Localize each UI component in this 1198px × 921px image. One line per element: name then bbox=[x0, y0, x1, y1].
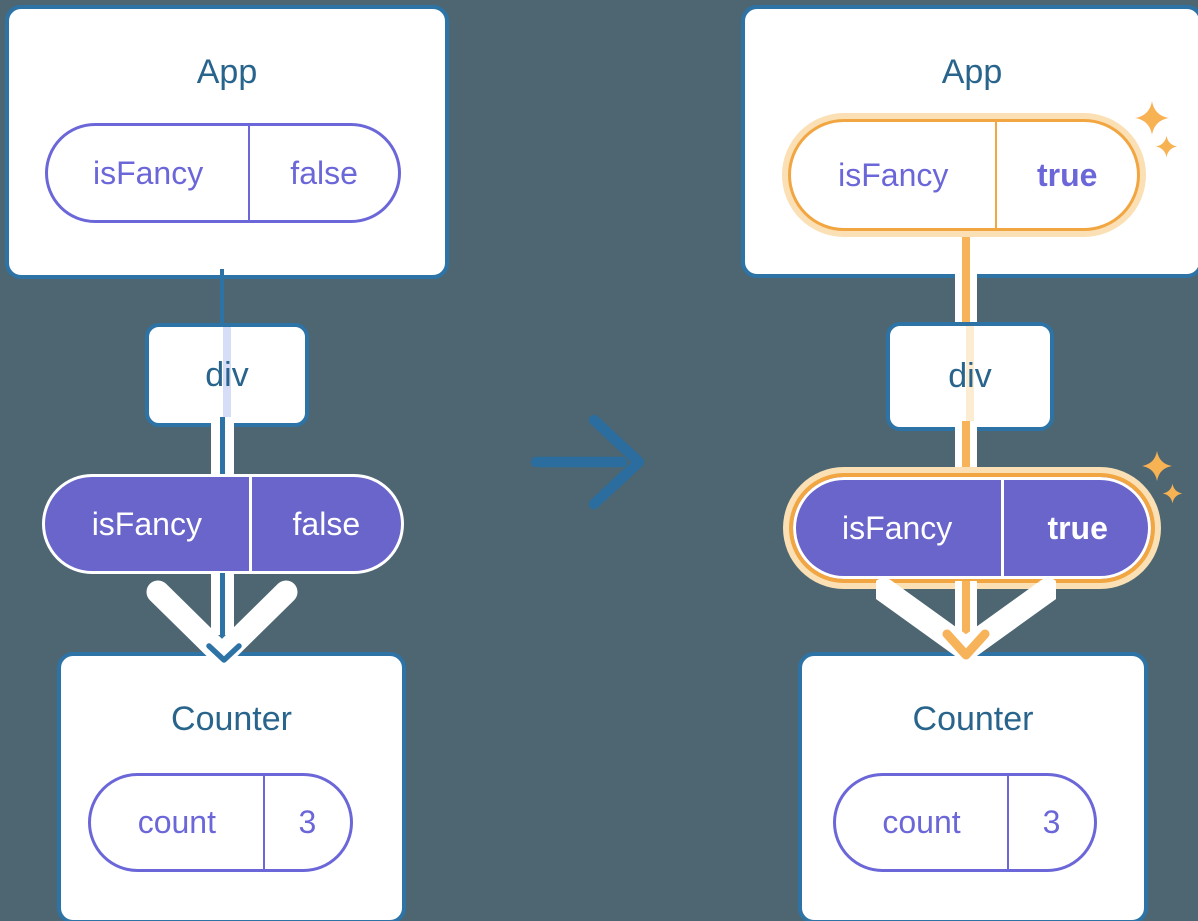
prop-flow-line bbox=[955, 269, 977, 324]
prop-flow-line-inner bbox=[962, 225, 970, 274]
component-title: div bbox=[205, 355, 249, 394]
component-title: App bbox=[941, 53, 1003, 91]
div-box-after: div bbox=[886, 322, 1054, 431]
prop-value: true bbox=[1047, 509, 1108, 546]
counter-card-after: Counter count 3 bbox=[798, 652, 1148, 921]
state-pill-counter-after: count 3 bbox=[833, 773, 1097, 872]
prop-flow-line-faded bbox=[966, 326, 974, 427]
sparkle-icon bbox=[1142, 451, 1172, 481]
prop-pill-app-before: isFancy false bbox=[45, 123, 401, 223]
prop-name: isFancy bbox=[791, 122, 998, 228]
component-title: Counter bbox=[912, 700, 1034, 738]
prop-value: false bbox=[290, 154, 358, 191]
arrowhead-icon bbox=[206, 643, 242, 663]
prop-flow-core bbox=[220, 417, 225, 476]
state-value: 3 bbox=[298, 804, 317, 840]
state-name: count bbox=[91, 776, 265, 869]
app-card-after: App isFancy true bbox=[741, 5, 1198, 278]
prop-flow-line-faded bbox=[223, 327, 231, 423]
state-name: count bbox=[836, 776, 1010, 869]
sparkle-icon bbox=[1162, 483, 1183, 504]
prop-flow-line bbox=[211, 417, 234, 476]
component-title: App bbox=[196, 53, 258, 91]
state-pill-before: isFancy false bbox=[42, 474, 404, 574]
state-pill-after: isFancy true bbox=[789, 473, 1155, 583]
prop-name: isFancy bbox=[793, 477, 1005, 579]
state-pill-counter-before: count 3 bbox=[88, 773, 353, 872]
app-card-before: App isFancy false bbox=[5, 5, 449, 279]
tree-edge-app-div bbox=[220, 269, 224, 325]
sparkle-icon bbox=[1155, 135, 1178, 158]
component-title: div bbox=[948, 357, 992, 395]
state-value: 3 bbox=[1042, 804, 1061, 840]
arrowhead-icon bbox=[942, 629, 990, 660]
counter-card-before: Counter count 3 bbox=[57, 652, 406, 921]
prop-flow-tail bbox=[220, 573, 225, 657]
component-title: Counter bbox=[171, 700, 292, 738]
prop-value: true bbox=[1037, 156, 1098, 193]
div-box-before: div bbox=[145, 323, 309, 427]
prop-name: isFancy bbox=[48, 126, 251, 220]
prop-name: isFancy bbox=[45, 477, 252, 571]
prop-flow-core bbox=[962, 421, 970, 475]
transition-arrow-icon bbox=[530, 414, 645, 510]
prop-value: false bbox=[292, 505, 361, 542]
prop-pill-app-after: isFancy true bbox=[788, 119, 1140, 231]
sparkle-icon bbox=[1135, 101, 1169, 135]
prop-flow-core bbox=[962, 269, 970, 324]
prop-flow-tail bbox=[962, 581, 970, 653]
prop-flow-line bbox=[955, 421, 977, 475]
